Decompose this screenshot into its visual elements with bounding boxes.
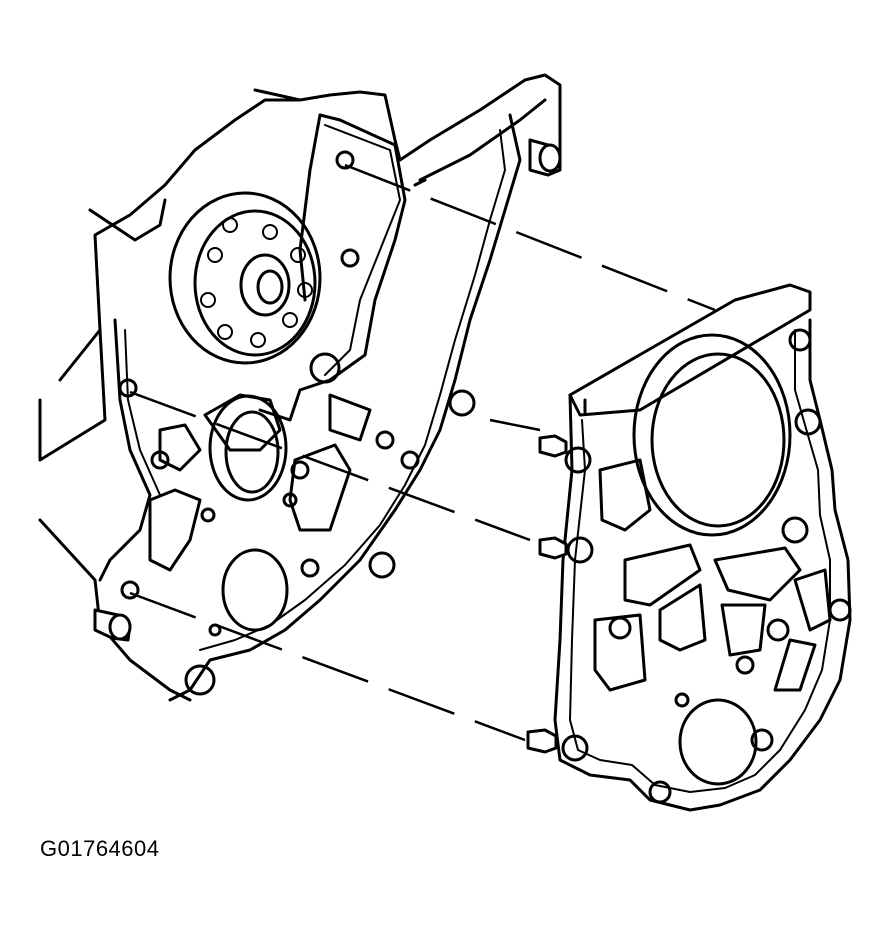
engine-block — [38, 73, 562, 702]
dowel-pins — [93, 138, 562, 642]
figure-code: G01764604 — [40, 836, 160, 861]
timing-cover — [526, 283, 852, 812]
block-seal-bore — [208, 394, 289, 632]
crankshaft-sprocket — [168, 191, 322, 365]
block-bolt-holes — [118, 150, 476, 696]
alignment-lines — [129, 163, 716, 742]
